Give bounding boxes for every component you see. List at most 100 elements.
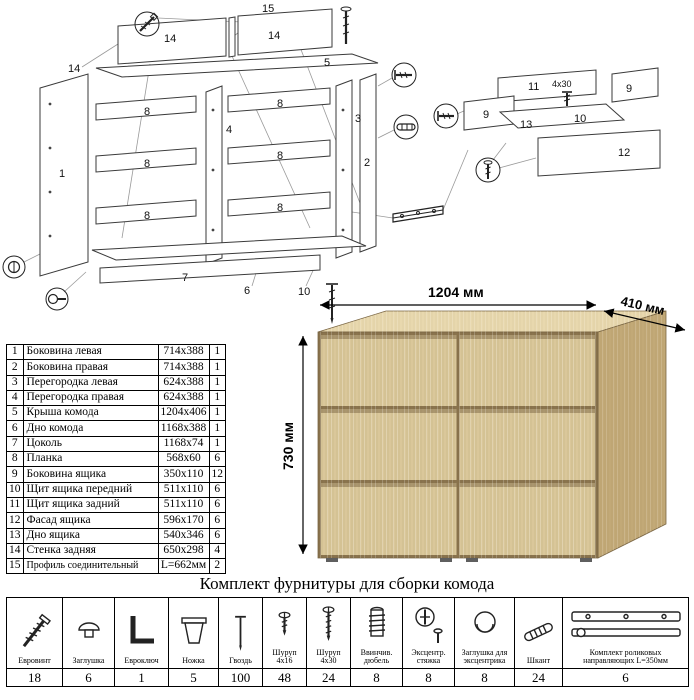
part-qty: 1 — [208, 435, 226, 453]
kit-title: Комплект фурнитуры для сборки комода — [199, 574, 495, 593]
part-num: 13 — [6, 527, 24, 544]
dresser-feet — [326, 558, 592, 562]
hardware-item: Ножка — [168, 597, 219, 669]
dresser-render: 1204 мм 410 мм 730 мм — [280, 284, 686, 562]
part-size: 511x110 — [157, 496, 210, 514]
part-size: 596x170 — [157, 512, 210, 529]
part-name: Щит ящика передний — [22, 481, 159, 498]
part-qty: 4 — [208, 542, 226, 560]
label-8c: 8 — [144, 210, 150, 222]
hardware-qty: 100 — [218, 668, 263, 687]
hardware-name: Эксцентр. стяжка — [411, 647, 446, 666]
part-name: Перегородка левая — [22, 374, 159, 391]
label-14b: 14 — [164, 33, 176, 45]
bottom-panel — [91, 235, 367, 261]
hardware-item: Евровинт — [6, 597, 63, 669]
screw-4x16-icon — [264, 600, 306, 648]
part-name: Профиль соединительный — [22, 558, 159, 575]
roller-guide-callout-icon — [392, 205, 444, 223]
connecting-profile — [228, 16, 236, 58]
right-side-panel — [359, 73, 377, 253]
exploded-assembly-diagram: 15 14 14 14 1 8 8 8 8 8 8 4 3 5 2 7 6 10… — [2, 3, 661, 324]
part-qty: 6 — [208, 527, 226, 544]
cap-icon — [64, 608, 114, 656]
part-size: 1168x388 — [157, 420, 210, 437]
screw-in-dowel-icon — [352, 600, 402, 648]
part-qty: 1 — [208, 420, 226, 437]
part-qty: 6 — [208, 512, 226, 529]
part-name: Дно ящика — [22, 527, 159, 544]
drawer-exploded-view — [463, 67, 661, 177]
part-num: 11 — [6, 496, 24, 514]
hardware-name: Заглушка — [72, 656, 105, 666]
part-qty: 1 — [208, 359, 226, 376]
hardware-item: Шуруп 4x16 — [262, 597, 307, 669]
leg-icon — [170, 608, 218, 656]
hardware-item: Эксцентр. стяжка — [402, 597, 455, 669]
part-name: Крыша комода — [22, 405, 159, 422]
screw-4x30-icon — [308, 600, 350, 648]
part-size: 568x60 — [157, 451, 210, 468]
label-8f: 8 — [277, 202, 283, 214]
label-10a: 10 — [298, 286, 310, 298]
part-qty: 12 — [208, 466, 226, 483]
hardware-qty: 5 — [168, 668, 219, 687]
left-side-panel — [39, 73, 89, 277]
hardware-item: Евроключ — [114, 597, 169, 669]
hardware-qty: 48 — [262, 668, 307, 687]
drawer-facade — [537, 129, 661, 177]
part-size: 540x346 — [157, 527, 210, 544]
part-size: 1204x406 — [157, 405, 210, 422]
part-name: Боковина ящика — [22, 466, 159, 483]
hardware-item: Заглушка — [62, 597, 115, 669]
drawer-back-panel — [497, 69, 597, 103]
part-num: 5 — [6, 405, 24, 422]
wood-grain-overlay — [318, 311, 666, 558]
hardware-item: Комплект роликовых направляющих L=350мм — [562, 597, 689, 669]
part-name: Планка — [22, 451, 159, 468]
hardware-qty-row: 18 6 1 5 100 48 24 8 8 8 24 6 — [6, 668, 689, 687]
hardware-qty: 6 — [562, 668, 689, 687]
plinth-panel — [99, 254, 321, 284]
hardware-item: Шуруп 4x30 — [306, 597, 351, 669]
label-14c: 14 — [268, 30, 280, 42]
wood-dowel-icon — [516, 608, 562, 656]
part-qty: 6 — [208, 496, 226, 514]
part-num: 9 — [6, 466, 24, 483]
cam-callout-icon — [2, 255, 26, 279]
part-name: Щит ящика задний — [22, 496, 159, 514]
part-qty: 2 — [208, 558, 226, 575]
part-name: Цоколь — [22, 435, 159, 453]
eccentric-cam-icon — [404, 600, 454, 648]
drill-holes — [48, 102, 345, 238]
label-9a: 9 — [626, 83, 632, 95]
hardware-name: Шуруп 4x30 — [316, 647, 341, 666]
hardware-name: Заглушка для эксцентрика — [461, 647, 508, 666]
label-13: 13 — [520, 119, 532, 131]
part-num: 14 — [6, 542, 24, 560]
partition-right — [335, 79, 353, 259]
part-size: 624x388 — [157, 389, 210, 407]
part-size: 714x388 — [157, 343, 210, 361]
drawer-bottom — [498, 103, 626, 129]
screw-4x30-callout — [562, 91, 572, 106]
fastener-callouts — [2, 6, 501, 324]
drawer-screw-callout-icon — [433, 103, 459, 129]
label-6: 6 — [244, 285, 250, 297]
label-5: 5 — [324, 57, 330, 69]
hardware-qty: 24 — [306, 668, 351, 687]
roller-guides-icon — [564, 600, 688, 648]
hardware-name: Евроключ — [124, 656, 159, 666]
